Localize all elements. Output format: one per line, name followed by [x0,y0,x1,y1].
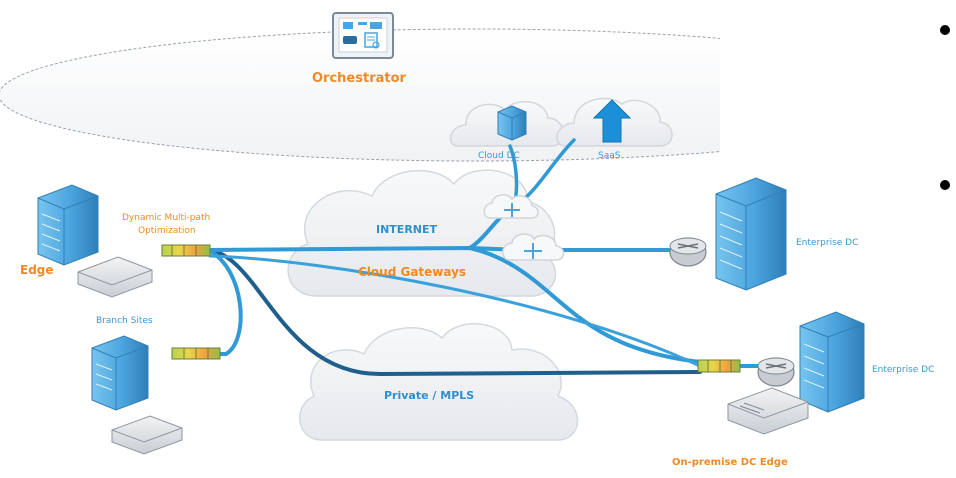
enterprise-server-icon [715,177,787,291]
links [198,138,764,377]
cloud-dc-label: Cloud DC [478,151,520,161]
branch-appliance-icon [111,415,183,455]
mpls-cloud [299,323,579,441]
branch-server-icon [91,335,149,411]
edge-appliance-icon [77,256,153,298]
dynamic-multipath-label-line1: Dynamic Multi-path [122,213,211,223]
orchestrator-console-icon [332,12,394,59]
bullet-point [940,25,950,35]
onprem-striped-link [697,359,741,373]
dynamic-multipath-label-line2: Optimization [138,226,196,236]
edge-label: Edge [20,263,54,277]
edge-server-icon [37,184,99,266]
enterprise-server-icon [799,311,865,413]
enterprise-router-icon [669,237,707,267]
enterprise-router-icon [757,357,795,387]
bullet-point [940,180,950,190]
gateway-router-icon [502,233,565,261]
cloud-gateways-label: Cloud Gateways [358,265,467,279]
edge-striped-link [161,244,211,257]
gateway-router-icon [483,194,539,219]
cloud-dc-server-icon [497,105,527,141]
saas-upload-arrow-icon [592,99,632,143]
onprem-appliance-icon [727,387,809,435]
orchestrator-label: Orchestrator [312,71,406,86]
onprem-dc-edge-label: On-premise DC Edge [672,457,788,468]
internet-label: INTERNET [376,223,438,236]
enterprise-dc-bottom-label: Enterprise DC [872,365,935,375]
branch-sites-label: Branch Sites [96,316,153,326]
saas-label: SaaS [598,151,621,161]
branch-striped-link [171,347,221,360]
bullet-panel [720,0,956,185]
enterprise-dc-top-label: Enterprise DC [796,238,859,248]
private-mpls-label: Private / MPLS [384,389,475,402]
